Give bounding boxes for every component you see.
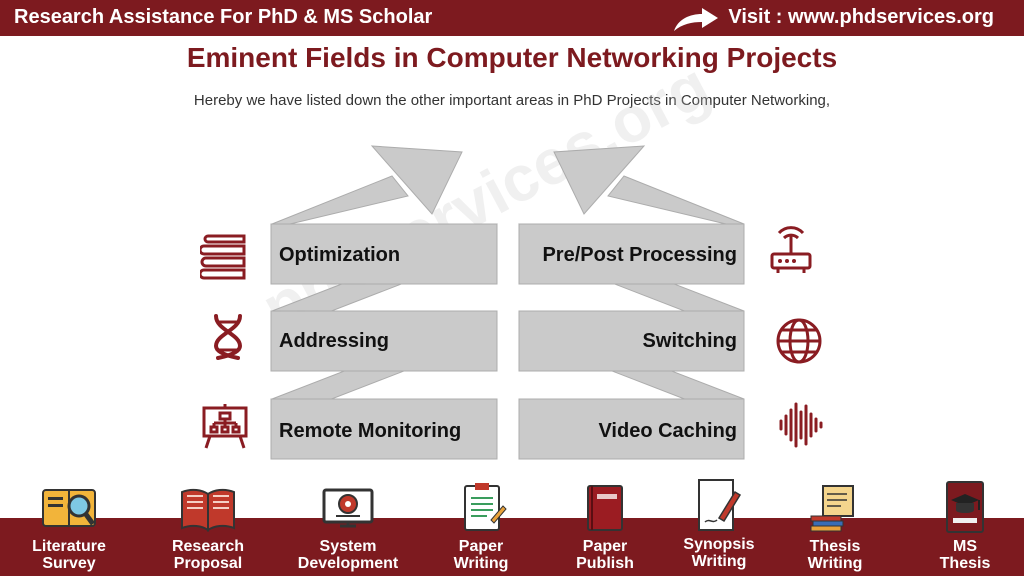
fields-diagram: Optimization Addressing Remote Monitorin… xyxy=(0,130,1024,470)
service-label-line1: Literature xyxy=(32,538,106,555)
service-label-line1: Research xyxy=(171,538,245,555)
books-icon xyxy=(200,234,246,280)
pen-paper-icon xyxy=(698,479,742,531)
dna-icon xyxy=(213,314,243,360)
field-addressing: Addressing xyxy=(279,330,390,352)
service-label-line2: Writing xyxy=(807,555,863,572)
graduation-book-icon xyxy=(946,481,984,533)
field-remote-monitoring: Remote Monitoring xyxy=(279,420,462,442)
service-label-line1: MS xyxy=(953,538,977,555)
field-switching: Switching xyxy=(642,330,737,352)
service-label-line1: Thesis xyxy=(809,538,861,555)
header-tagline: Research Assistance For PhD & MS Scholar xyxy=(14,6,433,28)
field-optimization: Optimization xyxy=(279,244,401,266)
website-link[interactable]: Visit : www.phdservices.org xyxy=(728,6,994,28)
globe-icon xyxy=(776,318,822,364)
service-label-line2: Development xyxy=(297,555,399,572)
computer-monitor-icon xyxy=(322,488,374,528)
service-label-line2: Writing xyxy=(691,553,747,570)
open-book-icon xyxy=(181,488,235,532)
curved-arrow-icon xyxy=(674,8,718,31)
page-title: Eminent Fields in Computer Networking Pr… xyxy=(186,42,838,73)
service-label-line2: Thesis xyxy=(939,555,991,572)
service-label-line1: Synopsis xyxy=(683,536,755,553)
service-label-line2: Survey xyxy=(42,555,96,572)
scroll-icon xyxy=(810,485,854,532)
service-label-line2: Writing xyxy=(453,555,509,572)
field-video-caching: Video Caching xyxy=(598,420,737,442)
presentation-board-icon xyxy=(202,404,248,449)
field-pre-post-processing: Pre/Post Processing xyxy=(542,244,737,266)
services-band xyxy=(0,518,1024,576)
service-label-line1: Paper xyxy=(582,538,628,555)
service-label-line1: System xyxy=(319,538,377,555)
sound-wave-icon xyxy=(779,402,823,448)
page-subtitle: Hereby we have listed down the other imp… xyxy=(193,92,831,109)
router-icon xyxy=(770,226,812,273)
magnifier-book-icon xyxy=(42,489,96,527)
clipboard-icon xyxy=(464,483,507,531)
zigzag-arrows-graphic xyxy=(270,145,745,460)
service-label-line2: Proposal xyxy=(173,555,243,572)
service-label-line1: Paper xyxy=(458,538,504,555)
journal-icon xyxy=(587,485,623,531)
service-label-line2: Publish xyxy=(576,555,634,572)
top-banner: Research Assistance For PhD & MS Scholar… xyxy=(0,0,1024,36)
